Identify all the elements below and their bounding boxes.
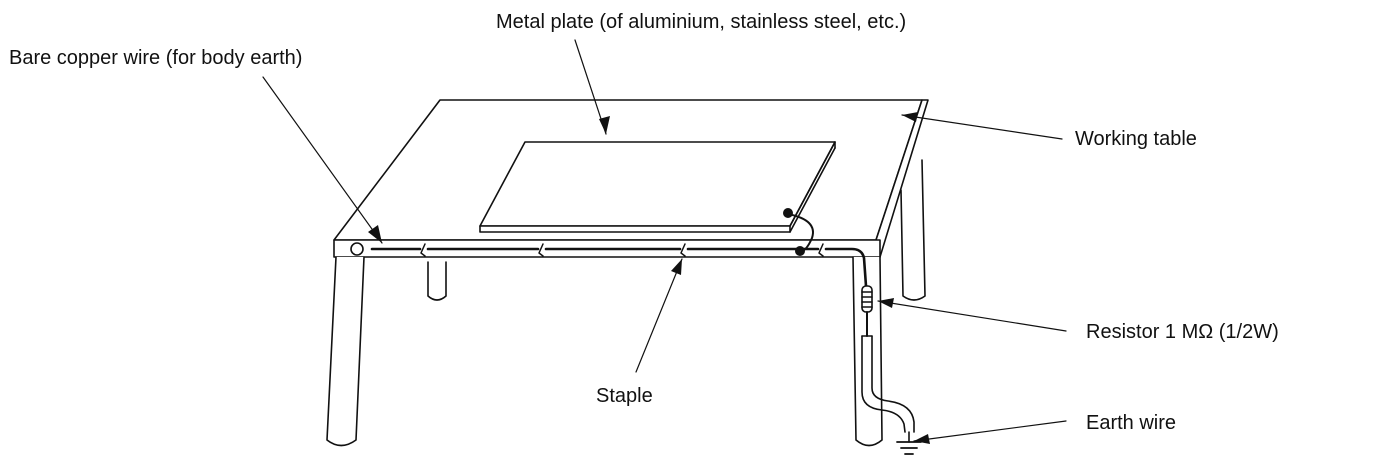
ground-symbol bbox=[897, 442, 921, 454]
leader-working-table bbox=[902, 115, 1062, 139]
front-leg-right bbox=[853, 257, 882, 446]
back-leg-left bbox=[428, 262, 446, 300]
front-leg-left bbox=[327, 257, 364, 446]
label-working-table: Working table bbox=[1075, 128, 1197, 150]
earth-wire-cable bbox=[862, 336, 914, 442]
staple-mark bbox=[819, 244, 823, 256]
bare-copper-wire bbox=[372, 249, 866, 286]
leader-earth-wire bbox=[914, 421, 1066, 441]
label-earth-wire: Earth wire bbox=[1086, 412, 1177, 434]
staple-mark bbox=[539, 244, 543, 256]
staple-mark bbox=[421, 244, 425, 256]
back-leg-right bbox=[901, 160, 925, 300]
ground-terminal-hole bbox=[351, 243, 363, 255]
label-bare-copper-wire: Bare copper wire (for body earth) bbox=[9, 47, 303, 69]
label-resistor: Resistor 1 MΩ (1/2W) bbox=[1086, 321, 1279, 343]
label-staple: Staple bbox=[596, 385, 653, 407]
label-metal-plate: Metal plate (of aluminium, stainless ste… bbox=[496, 11, 907, 33]
leader-resistor bbox=[878, 301, 1066, 331]
leader-lines bbox=[263, 40, 1066, 444]
leader-copper-wire bbox=[263, 77, 382, 243]
metal-plate bbox=[480, 142, 835, 232]
leader-staple bbox=[636, 259, 682, 372]
leader-metal-plate bbox=[575, 40, 606, 134]
plate-jumper-wire bbox=[784, 209, 813, 255]
resistor-component bbox=[862, 286, 872, 336]
staples bbox=[421, 244, 823, 256]
staple-mark bbox=[681, 244, 685, 256]
